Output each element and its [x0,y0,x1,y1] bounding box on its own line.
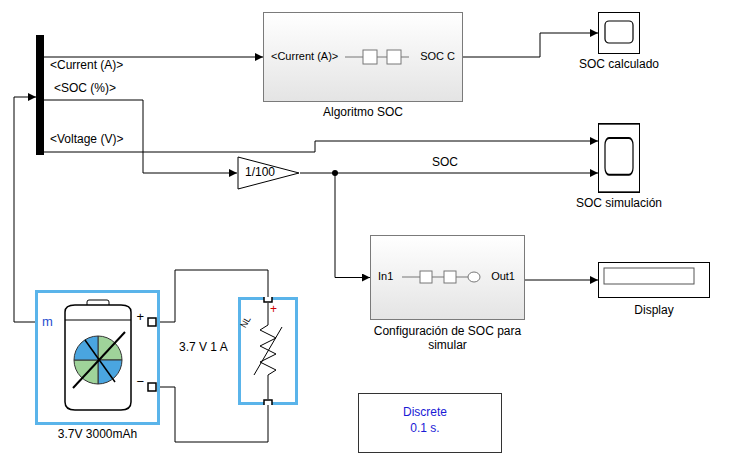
block-label: 3.7 V 1 A [179,341,228,355]
block-label: + [136,310,144,325]
scope-block: SOC simulación [598,123,640,193]
block-label: In1 [378,270,393,283]
block-caption: 0.1 s. [359,422,491,436]
block-caption: Algoritmo SOC [263,106,463,120]
signal-line [463,33,598,57]
block-caption: SOC calculado [559,58,679,72]
load-block: +NL3.7 V 1 A [238,297,298,405]
block-label: <Current (A)> [271,50,338,63]
signal-line [525,280,598,281]
display-block: Display [598,262,710,298]
block-label: m [42,315,53,330]
block-label: <Voltage (V)> [50,133,123,147]
block-label: SOC C [420,50,455,63]
signal-line [44,100,237,173]
block-caption: Configuración de SOC para simular [363,325,533,353]
signal-line [44,57,263,58]
block-caption: 3.7V 3000mAh [28,428,168,442]
battery-block: m+−3.7V 3000mAh [35,290,160,425]
bus-selector: <Current (A)><SOC (%)><Voltage (V)> [36,35,44,155]
signal-name: SOC [432,156,458,170]
block-label: <SOC (%)> [54,82,116,96]
block-caption: Display [598,304,710,318]
scope-icon [598,123,640,193]
branch-dot [332,170,338,176]
signal-line [14,97,36,322]
block-label: 1/100 [245,166,275,180]
resistor-symbol [238,297,298,405]
gain-block: 1/100 [237,156,300,190]
signal-line [44,141,598,152]
block-label: Out1 [491,270,515,283]
powergui-block: Discrete 0.1 s. [358,393,502,453]
block-caption: SOC simulación [559,197,679,211]
signal-line [335,173,370,278]
subsystem-block: <Current (A)>SOC CAlgoritmo SOC [263,12,463,102]
block-label: + [270,303,277,317]
scope-icon [598,12,640,54]
signal-line [300,173,598,174]
display-icon [598,262,710,298]
block-label: − [136,375,144,390]
block-caption: Discrete [359,406,491,420]
scope-block: SOC calculado [598,12,640,54]
subsystem-block: In1Out1Configuración de SOC para simular [370,235,525,320]
block-label: <Current (A)> [50,59,123,73]
